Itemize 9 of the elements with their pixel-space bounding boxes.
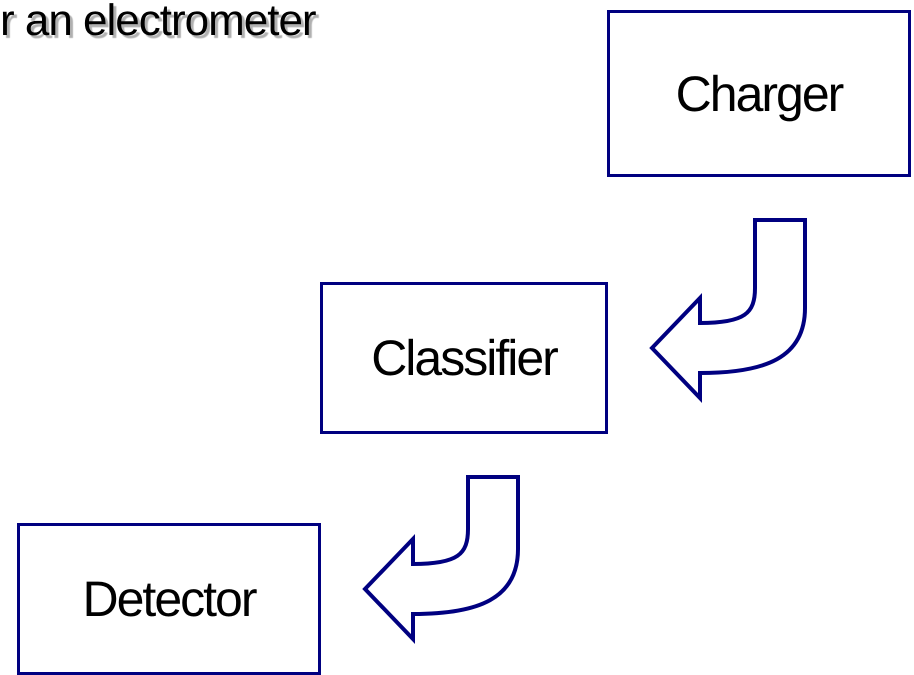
process-box (17, 523, 321, 675)
hollow-curved-arrow (363, 475, 520, 641)
heading-fragment: r an electrometer (0, 0, 316, 46)
box-label: Classifier (371, 329, 557, 387)
hollow-curved-arrow (650, 218, 807, 400)
process-box (607, 10, 911, 177)
process-box (320, 282, 608, 434)
box-label: Detector (82, 570, 256, 628)
box-label: Charger (676, 64, 842, 122)
